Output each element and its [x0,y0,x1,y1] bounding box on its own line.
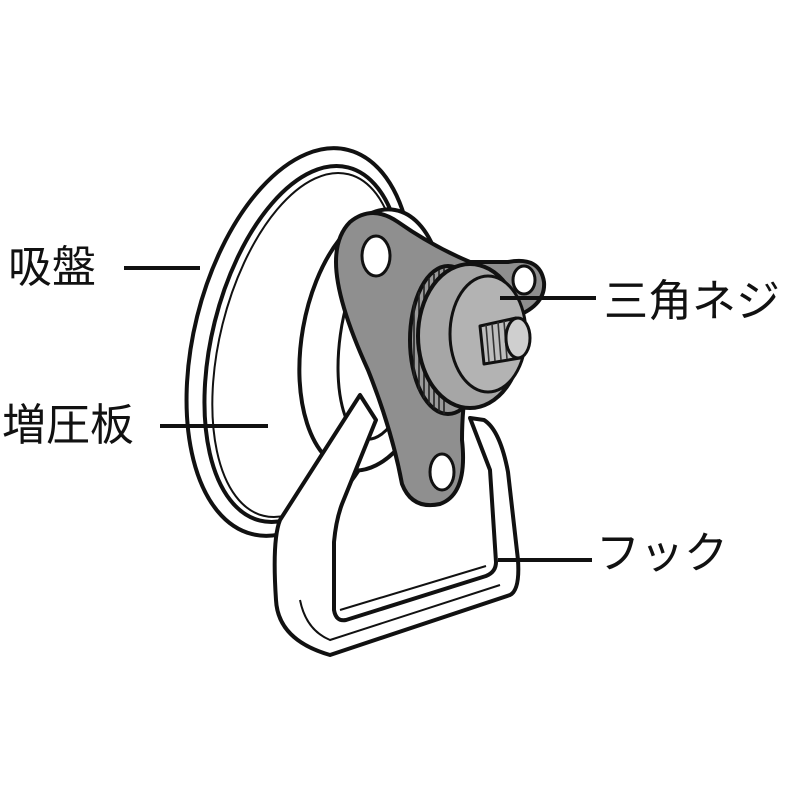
label-hook: フック [596,528,728,579]
hook [272,393,521,657]
label-pressure-plate: 増圧板 [2,400,134,451]
plate-hole-right [511,264,537,296]
screw-stud [478,316,532,366]
plate-hole-top-left [360,234,392,278]
plate-hole-bottom [428,452,456,492]
label-tripod-screw: 三角ネジ [604,276,780,327]
label-suction-cup: 吸盤 [8,242,96,293]
